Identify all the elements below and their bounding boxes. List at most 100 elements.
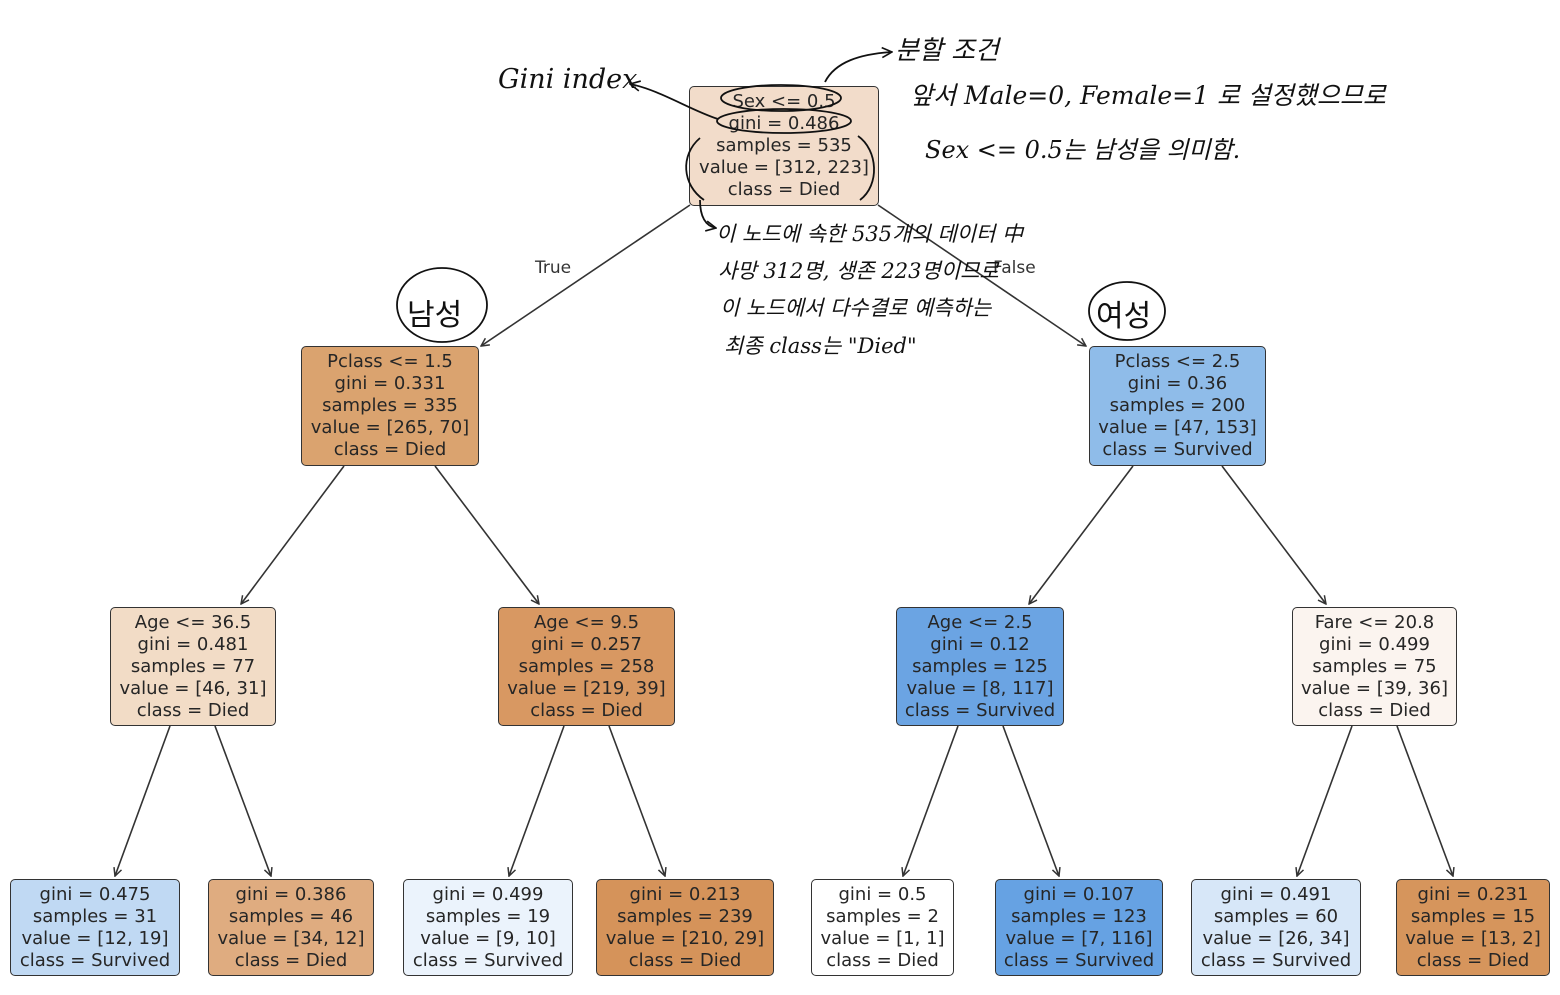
- node-line: samples = 123: [1011, 905, 1147, 927]
- node-line: Pclass <= 1.5: [327, 351, 453, 372]
- node-line: value = [7, 116]: [1005, 927, 1153, 949]
- node-line: samples = 31: [32, 905, 158, 927]
- node-line: class = Survived: [1200, 949, 1352, 971]
- node-line: class = Survived: [412, 949, 564, 971]
- node-line: class = Survived: [1102, 439, 1253, 460]
- node-line: gini = 0.36: [1127, 373, 1228, 394]
- node-line: gini = 0.499: [432, 883, 544, 905]
- circle-female: [1088, 281, 1166, 341]
- node-line: class = Died: [136, 699, 250, 721]
- annotation-encoding-note-2: Sex <= 0.5는 남성을 의미함.: [925, 136, 1241, 164]
- arrow-to-samples-note: [699, 199, 716, 228]
- bracket-left: [685, 137, 705, 201]
- node-line: value = [312, 223]: [699, 157, 869, 178]
- node-line: class = Died: [530, 699, 643, 721]
- edge-label-true: True: [535, 258, 572, 278]
- edge-l-lr: [434, 465, 539, 604]
- circle-gini: [716, 108, 852, 134]
- annotation-samples-note-4: 최종 class는 "Died": [724, 334, 917, 358]
- node-line: Fare <= 20.8: [1314, 611, 1435, 633]
- edge-root-l: [481, 204, 691, 346]
- node-line: gini = 0.481: [137, 633, 249, 655]
- node-line: value = [34, 12]: [217, 927, 365, 949]
- edge-rr-rrr: [1396, 725, 1453, 876]
- node-line: class = Survived: [904, 699, 1056, 721]
- node-line: Age <= 2.5: [927, 611, 1033, 633]
- node-line: samples = 77: [130, 655, 256, 677]
- edge-rl-rll: [903, 725, 959, 876]
- node-line: samples = 335: [322, 395, 458, 416]
- node-line: value = [9, 10]: [420, 927, 556, 949]
- node-line: gini = 0.12: [930, 633, 1030, 655]
- node-line: gini = 0.5: [838, 883, 927, 905]
- node-line: class = Died: [1416, 949, 1530, 971]
- node-line: value = [265, 70]: [310, 417, 470, 438]
- annotation-male: 남성: [407, 298, 463, 333]
- node-line: samples = 125: [912, 655, 1048, 677]
- node-line: gini = 0.491: [1220, 883, 1332, 905]
- edge-r-rr: [1221, 465, 1326, 604]
- node-line: class = Survived: [1003, 949, 1155, 971]
- bracket-right: [857, 135, 875, 201]
- node-line: value = [26, 34]: [1202, 927, 1350, 949]
- edge-rr-rrl: [1297, 725, 1353, 876]
- node-line: gini = 0.331: [334, 373, 446, 394]
- node-line: class = Died: [826, 949, 939, 971]
- node-line: gini = 0.213: [629, 883, 741, 905]
- edge-lr-lrl: [509, 725, 565, 876]
- node-line: class = Died: [333, 439, 447, 460]
- node-line: value = [12, 19]: [21, 927, 169, 949]
- edge-root-r: [877, 204, 1086, 346]
- node-line: class = Survived: [19, 949, 171, 971]
- node-line: Age <= 9.5: [533, 611, 640, 633]
- node-line: gini = 0.386: [235, 883, 347, 905]
- edge-ll-lll: [115, 725, 171, 876]
- node-line: samples = 535: [716, 135, 852, 156]
- node-line: Age <= 36.5: [134, 611, 252, 633]
- node-line: value = [1, 1]: [820, 927, 945, 949]
- circle-split-condition: [720, 84, 842, 112]
- edge-rl-rlr: [1002, 725, 1059, 876]
- node-line: samples = 258: [518, 655, 655, 677]
- circle-male: [396, 267, 488, 343]
- node-line: class = Died: [1318, 699, 1431, 721]
- annotation-encoding-note-1: 앞서 Male=0, Female=1 로 설정했으므로: [910, 81, 1386, 110]
- annotation-female: 여성: [1096, 299, 1152, 334]
- node-line: samples = 75: [1312, 655, 1437, 677]
- node-line: gini = 0.486: [728, 113, 840, 134]
- annotation-split-condition: 분할 조건: [895, 36, 999, 66]
- node-line: value = [39, 36]: [1301, 677, 1448, 699]
- edge-l-ll: [241, 465, 345, 604]
- node-line: Pclass <= 2.5: [1114, 351, 1241, 372]
- node-line: gini = 0.257: [531, 633, 642, 655]
- node-line: samples = 200: [1109, 395, 1246, 416]
- edge-label-false: False: [993, 258, 1036, 278]
- node-line: value = [219, 39]: [507, 677, 666, 699]
- edge-ll-llr: [214, 725, 271, 876]
- node-line: gini = 0.499: [1319, 633, 1430, 655]
- node-line: value = [210, 29]: [605, 927, 765, 949]
- node-line: samples = 60: [1213, 905, 1339, 927]
- annotation-samples-note-1: 이 노드에 속한 535개의 데이터 中: [716, 222, 1023, 246]
- node-line: samples = 15: [1410, 905, 1536, 927]
- node-line: samples = 2: [826, 905, 939, 927]
- annotation-gini-index: Gini index: [498, 64, 638, 95]
- node-line: value = [13, 2]: [1405, 927, 1541, 949]
- node-line: gini = 0.475: [39, 883, 151, 905]
- edge-lr-lrr: [608, 725, 665, 876]
